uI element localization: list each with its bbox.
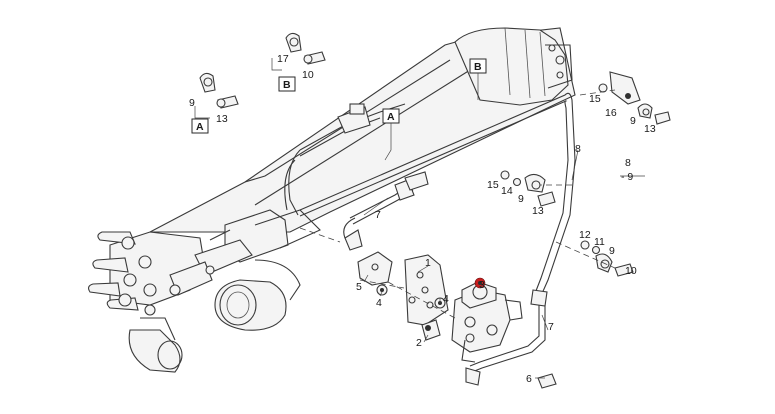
- label-13: 13: [216, 113, 228, 125]
- label-16: 16: [605, 107, 617, 119]
- label-9: 9: [518, 193, 524, 205]
- label-9: 9: [189, 97, 195, 109]
- clamp-group-mid: [500, 170, 556, 207]
- label-17: 17: [277, 53, 289, 65]
- label-1: 1: [425, 257, 431, 269]
- ref-box-b: B: [474, 61, 482, 73]
- detail-box-a: A: [196, 121, 204, 133]
- label-14: 14: [501, 185, 513, 197]
- ref-box-a: A: [387, 111, 395, 123]
- label-4: 4: [443, 293, 449, 305]
- label-10: 10: [625, 265, 637, 277]
- pipe-8: [299, 92, 576, 307]
- cable-harness: [284, 103, 406, 216]
- label-11: 11: [594, 236, 605, 248]
- actuator-cylinder: [169, 209, 321, 296]
- label-13: 13: [532, 205, 544, 217]
- assembly-guide-lines: [299, 89, 616, 319]
- clip-group-b: [285, 32, 326, 65]
- front-manifold-ports: [88, 231, 206, 373]
- label-15: 15: [487, 179, 499, 191]
- label-9: 9: [630, 115, 636, 127]
- label-5: 5: [356, 281, 362, 293]
- label-3: 3: [479, 279, 485, 291]
- label-8: 8: [625, 157, 631, 169]
- main-frame-housing: [149, 27, 576, 331]
- label-15: 15: [589, 93, 601, 105]
- pipe-7-lower: [465, 305, 546, 386]
- label-7: 7: [375, 209, 381, 221]
- detail-box-b: B: [283, 79, 291, 91]
- label-4: 4: [376, 297, 382, 309]
- bracket-part-16: [598, 71, 671, 125]
- pipe-7-upper: [343, 171, 429, 251]
- label-13: 13: [644, 123, 656, 135]
- label-8: 8: [575, 143, 581, 155]
- label-9: 9: [609, 245, 615, 257]
- label-12: 12: [579, 229, 591, 241]
- leader-lines: [194, 58, 645, 379]
- clip-group-a: [199, 72, 239, 109]
- label-minus-9: - 9: [621, 171, 633, 183]
- label-6: 6: [526, 373, 532, 385]
- label-7: 7: [548, 321, 554, 333]
- reference-boxes: A B A B: [191, 58, 487, 161]
- label-10: 10: [302, 69, 314, 81]
- valve-body-assembly: [451, 277, 523, 363]
- label-2: 2: [416, 337, 422, 349]
- part-numbers: 9 13 17 10 15 16 9 13 8 8 - 9 15 14 9 13…: [189, 53, 656, 385]
- bracket-part-5: [357, 251, 393, 286]
